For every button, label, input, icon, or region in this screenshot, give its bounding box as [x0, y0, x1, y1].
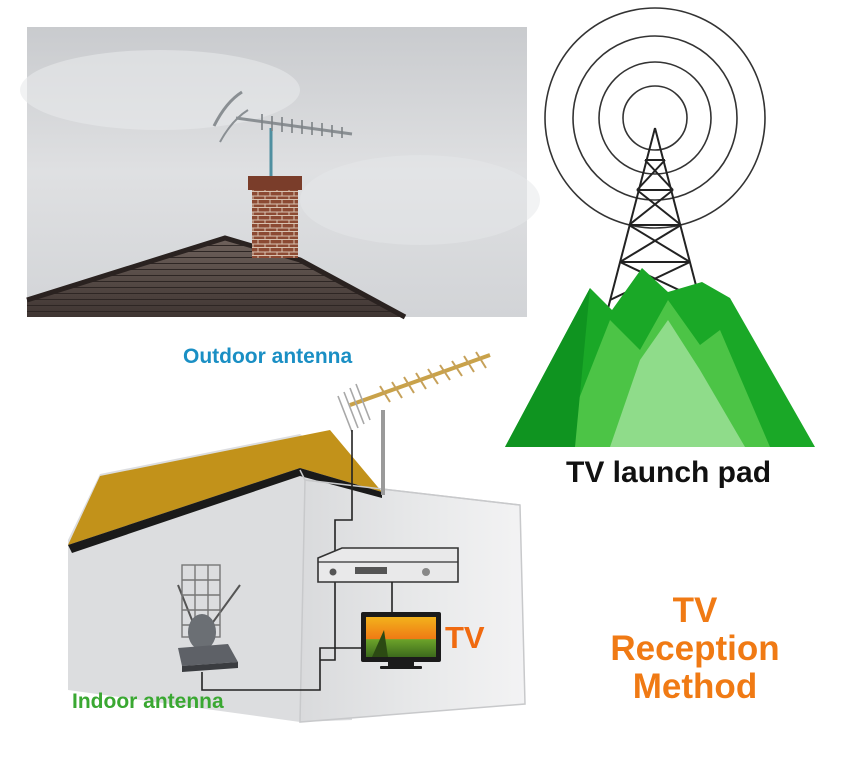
title-line-3: Method	[632, 667, 758, 706]
indoor-antenna-label: Indoor antenna	[72, 690, 224, 713]
tv-label: TV	[445, 620, 485, 655]
house-icon	[68, 430, 526, 723]
indoor-antenna-icon	[177, 564, 361, 691]
title-line-1: TV	[672, 591, 718, 630]
outdoor-antenna-icon	[320, 351, 491, 661]
tv-launch-pad-label: TV launch pad	[566, 456, 772, 489]
set-top-box-icon	[317, 547, 459, 612]
outdoor-antenna-label: Outdoor antenna	[183, 345, 353, 368]
television-icon	[361, 612, 441, 669]
rooftop-antenna-photo	[20, 27, 540, 320]
tv-reception-method-title: TV Reception Method	[590, 592, 800, 706]
title-line-2: Reception	[610, 629, 780, 668]
broadcast-tower-icon	[505, 7, 815, 447]
